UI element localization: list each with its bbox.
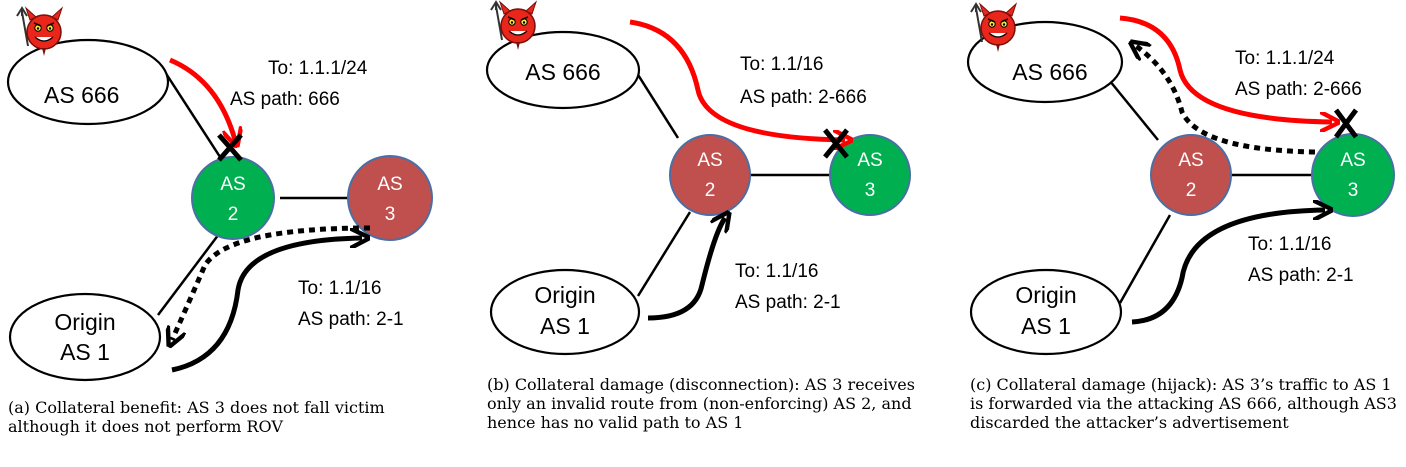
invalid-route-arrow (1119, 15, 1332, 122)
origin-label-line1: Origin (1015, 282, 1076, 308)
valid-route-to: To: 1.1/16 (735, 261, 818, 282)
as3-label-line1: AS (1340, 150, 1365, 171)
as3-label-line2: 3 (865, 180, 876, 201)
origin-label-line2: AS 1 (60, 339, 110, 365)
caption-c: (c) Collateral damage (hijack): AS 3’s t… (970, 375, 1397, 432)
as2-label-line1: AS (1178, 150, 1203, 171)
as2-node (1150, 134, 1232, 216)
panel-a-diagram: AS 666 Origin AS 1 AS 2 AS 3 To: 1.1.1/2… (6, 7, 433, 382)
as2-label-line1: AS (220, 174, 245, 195)
caption-b: (b) Collateral damage (disconnection): A… (487, 375, 915, 432)
as3-label-line2: 3 (385, 204, 396, 225)
as3-node (829, 134, 911, 216)
as666-label: AS 666 (1012, 59, 1087, 85)
invalid-route-path: AS path: 2-666 (740, 87, 867, 108)
origin-node (969, 268, 1123, 356)
invalid-route-path: AS path: 666 (230, 89, 340, 110)
invalid-route-to: To: 1.1.1/24 (1235, 48, 1335, 69)
as666-node (485, 30, 641, 110)
valid-route-arrow (171, 238, 362, 373)
as2-node (669, 134, 751, 216)
as666-node (6, 38, 170, 126)
origin-node (489, 268, 641, 356)
as3-label-line2: 3 (1348, 180, 1359, 201)
valid-route-path: AS path: 2-1 (735, 292, 841, 313)
origin-label-line1: Origin (54, 309, 115, 335)
origin-label-line1: Origin (534, 282, 595, 308)
as2-label-line1: AS (697, 150, 722, 171)
link-1-2 (1118, 214, 1172, 304)
as3-label-line1: AS (857, 150, 882, 171)
as2-label-line2: 2 (705, 180, 716, 201)
invalid-route-to: To: 1.1.1/24 (268, 58, 368, 79)
x-mark-icon (217, 133, 243, 162)
as2-node (191, 156, 275, 240)
caption-a: (a) Collateral benefit: AS 3 does not fa… (8, 398, 385, 436)
as3-node (347, 155, 433, 241)
as3-label-line1: AS (377, 174, 402, 195)
invalid-route-path: AS path: 2-666 (1235, 79, 1362, 100)
as2-label-line2: 2 (228, 204, 239, 225)
invalid-route-arrow (169, 57, 235, 140)
as3-node (1311, 133, 1395, 217)
panel-b-diagram: AS 666 Origin AS 1 AS 2 AS 3 To: 1.1/16 … (485, 1, 911, 356)
link-666-2 (1104, 74, 1159, 141)
link-1-2 (157, 229, 223, 316)
origin-label-line2: AS 1 (1021, 313, 1071, 339)
invalid-route-arrow (629, 19, 845, 140)
origin-node (8, 292, 162, 382)
valid-route-path: AS path: 2-1 (1248, 265, 1354, 286)
panel-c-diagram: AS 666 Origin AS 1 AS 2 AS 3 To: 1.1.1/2… (966, 3, 1395, 356)
link-666-2 (163, 71, 224, 161)
valid-route-to: To: 1.1/16 (1248, 234, 1331, 255)
valid-route-arrow (647, 218, 725, 321)
as666-label: AS 666 (44, 82, 119, 108)
link-1-2 (636, 211, 692, 297)
invalid-route-to: To: 1.1/16 (740, 54, 823, 75)
valid-route-arrow (1131, 210, 1325, 325)
link-666-2 (633, 69, 680, 139)
x-mark-icon (1333, 108, 1359, 139)
as2-label-line2: 2 (1186, 180, 1197, 201)
valid-route-to: To: 1.1/16 (298, 278, 381, 299)
origin-label-line2: AS 1 (540, 313, 590, 339)
valid-route-path: AS path: 2-1 (298, 309, 404, 330)
x-mark-icon (823, 128, 849, 159)
traffic-dotted-arrow (172, 225, 371, 340)
as666-label: AS 666 (525, 59, 600, 85)
